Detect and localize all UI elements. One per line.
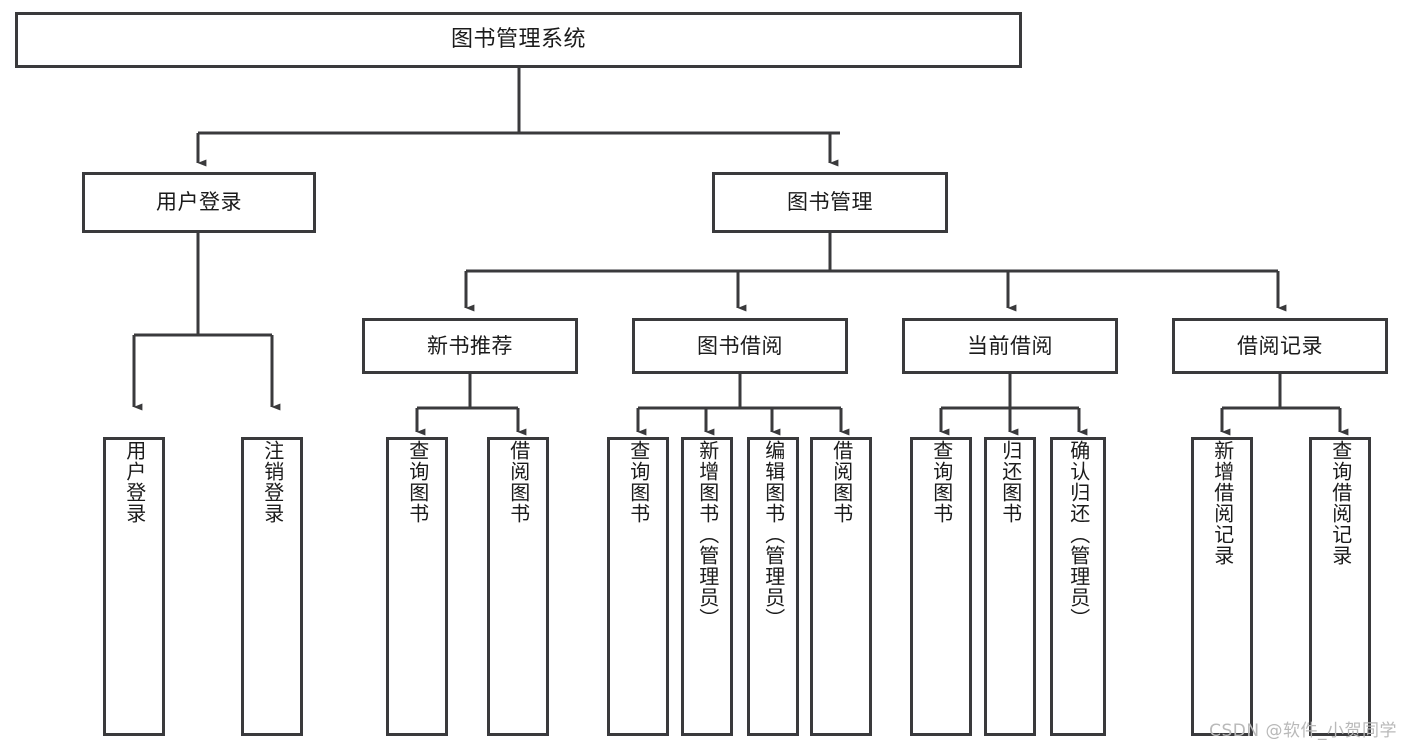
node-label: 新增图书（管理员）	[695, 440, 720, 629]
leaf-borrow-edit-book-admin[interactable]: 编辑图书（管理员）	[747, 437, 799, 736]
node-borrow-record[interactable]: 借阅记录	[1172, 318, 1388, 374]
leaf-current-query-book[interactable]: 查询图书	[910, 437, 972, 736]
leaf-record-query-record[interactable]: 查询借阅记录	[1309, 437, 1371, 736]
leaf-user-login-logout[interactable]: 注销登录	[241, 437, 303, 736]
node-label: 查询图书	[405, 440, 430, 524]
node-label: 新增借阅记录	[1210, 440, 1235, 566]
node-label: 新书推荐	[427, 333, 513, 358]
node-label: 借阅图书	[506, 440, 531, 524]
leaf-recommend-query-book[interactable]: 查询图书	[386, 437, 448, 736]
node-label: 确认归还（管理员）	[1066, 440, 1091, 629]
node-label: 图书管理	[787, 190, 873, 215]
node-book-borrow[interactable]: 图书借阅	[632, 318, 848, 374]
leaf-borrow-borrow-book[interactable]: 借阅图书	[810, 437, 872, 736]
node-label: 注销登录	[260, 440, 285, 524]
node-book-management[interactable]: 图书管理	[712, 172, 948, 233]
node-label: 查询图书	[626, 440, 651, 524]
node-new-book-recommend[interactable]: 新书推荐	[362, 318, 578, 374]
node-label: 借阅记录	[1237, 333, 1323, 358]
node-label: 图书管理系统	[450, 27, 586, 53]
node-label: 借阅图书	[829, 440, 854, 524]
node-label: 用户登录	[122, 440, 147, 524]
node-label: 编辑图书（管理员）	[761, 440, 786, 629]
node-root-system[interactable]: 图书管理系统	[15, 12, 1022, 68]
leaf-user-login-login[interactable]: 用户登录	[103, 437, 165, 736]
node-label: 用户登录	[156, 190, 242, 215]
node-label: 查询借阅记录	[1328, 440, 1353, 566]
leaf-record-add-record[interactable]: 新增借阅记录	[1191, 437, 1253, 736]
node-label: 图书借阅	[697, 333, 783, 358]
node-label: 查询图书	[929, 440, 954, 524]
leaf-recommend-borrow-book[interactable]: 借阅图书	[487, 437, 549, 736]
leaf-borrow-add-book-admin[interactable]: 新增图书（管理员）	[681, 437, 733, 736]
node-label: 当前借阅	[967, 333, 1053, 358]
csdn-watermark: CSDN @软件_小贺同学	[1209, 721, 1397, 741]
leaf-current-confirm-return-admin[interactable]: 确认归还（管理员）	[1050, 437, 1106, 736]
leaf-current-return-book[interactable]: 归还图书	[984, 437, 1036, 736]
node-label: 归还图书	[998, 440, 1023, 524]
node-current-borrow[interactable]: 当前借阅	[902, 318, 1118, 374]
node-user-login[interactable]: 用户登录	[82, 172, 316, 233]
leaf-borrow-query-book[interactable]: 查询图书	[607, 437, 669, 736]
